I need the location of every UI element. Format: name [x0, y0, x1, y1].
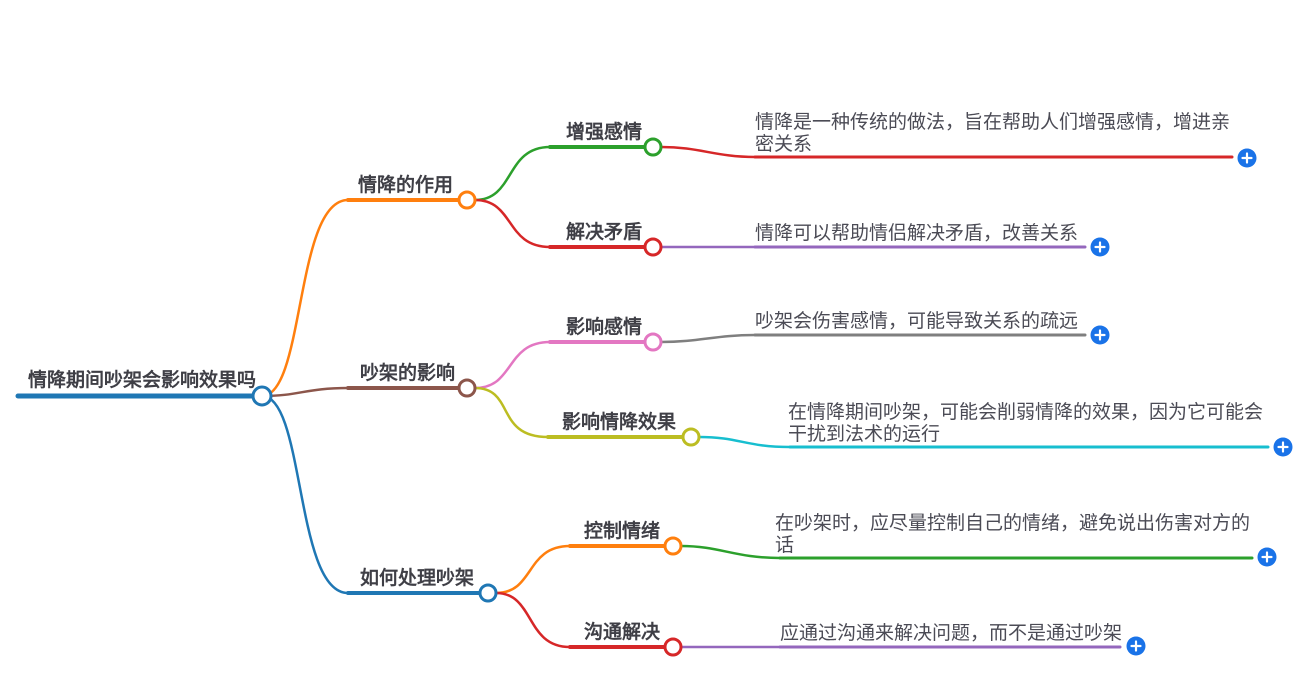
expand-icon[interactable] [1257, 547, 1277, 567]
expand-icon[interactable] [1273, 437, 1293, 457]
note-text[interactable]: 在吵架时，应尽量控制自己的情绪，避免说出伤害对方的话 [775, 513, 1251, 556]
expand-icon[interactable] [1126, 636, 1146, 656]
child-node-label[interactable]: 增强感情 [566, 122, 643, 143]
branch-link [260, 198, 350, 398]
note-text[interactable]: 情降是一种传统的做法，旨在帮助人们增强感情，增进亲密关系 [755, 112, 1231, 155]
collapse-handle[interactable] [681, 427, 701, 447]
note-link [697, 435, 792, 449]
child-node-label[interactable]: 解决矛盾 [566, 222, 643, 243]
root-collapse-handle[interactable] [251, 385, 273, 407]
collapse-handle[interactable] [663, 637, 683, 657]
note-link [659, 333, 757, 344]
child-node-label[interactable]: 影响感情 [566, 317, 643, 338]
collapse-handle[interactable] [663, 536, 683, 556]
collapse-handle[interactable] [457, 378, 477, 398]
branch-node-label[interactable]: 如何处理吵架 [360, 568, 475, 589]
collapse-handle[interactable] [643, 137, 663, 157]
collapse-handle[interactable] [643, 237, 663, 257]
collapse-handle[interactable] [478, 583, 498, 603]
note-text[interactable]: 在情降期间吵架，可能会削弱情降的效果，因为它可能会干扰到法术的运行 [788, 402, 1264, 445]
child-link [494, 544, 572, 595]
branch-node-label[interactable]: 情降的作用 [358, 175, 454, 196]
child-link [473, 145, 552, 202]
child-link [473, 198, 552, 249]
note-link [659, 145, 757, 159]
root-node-label[interactable]: 情降期间吵架会影响效果吗 [28, 370, 257, 391]
child-node-label[interactable]: 控制情绪 [584, 521, 661, 542]
note-text[interactable]: 情降可以帮助情侣解决矛盾，改善关系 [755, 223, 1079, 244]
child-node-label[interactable]: 影响情降效果 [562, 412, 677, 433]
expand-icon[interactable] [1090, 325, 1110, 345]
branch-link [260, 394, 350, 595]
note-link [679, 544, 782, 560]
child-link [473, 386, 550, 439]
expand-icon[interactable] [1237, 148, 1257, 168]
expand-icon[interactable] [1090, 237, 1110, 257]
collapse-handle[interactable] [457, 190, 477, 210]
note-text[interactable]: 吵架会伤害感情，可能导致关系的疏远 [755, 311, 1079, 332]
child-node-label[interactable]: 沟通解决 [584, 622, 661, 643]
note-text[interactable]: 应通过沟通来解决问题，而不是通过吵架 [780, 623, 1123, 644]
child-link [473, 340, 552, 390]
collapse-handle[interactable] [643, 332, 663, 352]
child-link [494, 591, 572, 649]
branch-node-label[interactable]: 吵架的影响 [360, 363, 456, 384]
